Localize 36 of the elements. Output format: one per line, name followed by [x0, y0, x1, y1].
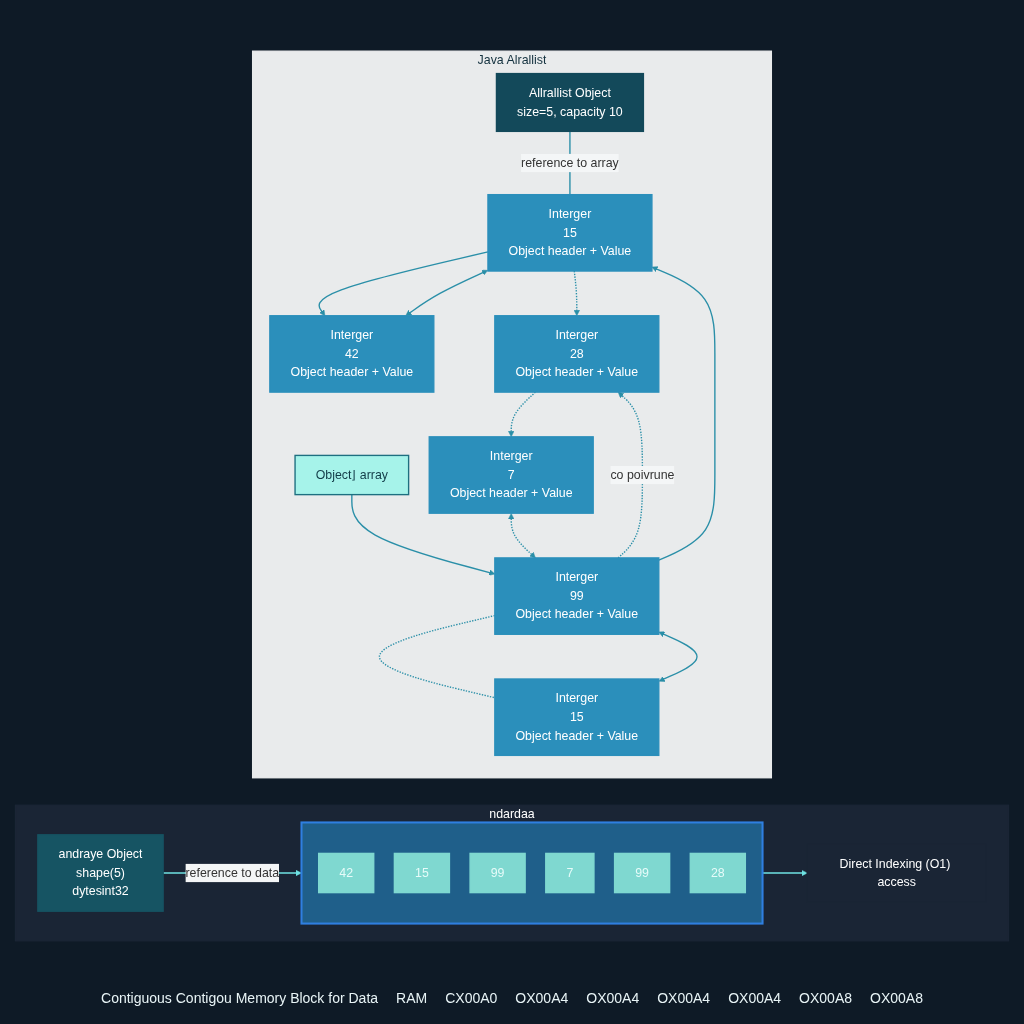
- cluster: [300, 821, 764, 925]
- node-box: Interger 7 Object header + Value: [428, 436, 594, 514]
- label-text: CX00A0: [445, 990, 498, 1006]
- arrow: [508, 391, 537, 438]
- node-box: Interger 28 Object header + Value: [494, 315, 660, 393]
- label-text: OX00A4: [728, 990, 782, 1006]
- node-box: Interger 15 Object header + Value: [487, 193, 653, 272]
- node-text: Direct Indexing (O1) access: [839, 856, 951, 889]
- arrow: [318, 251, 489, 316]
- node-box: Allrallist Object size=5, capacity 10: [495, 72, 645, 133]
- node-box: Interger 42 Object header + Value: [269, 315, 435, 393]
- arrow: [651, 266, 716, 561]
- node-box: 7: [545, 852, 595, 894]
- node-box: 15: [393, 852, 451, 894]
- label-text: OX00A4: [657, 990, 711, 1006]
- arrow: [508, 513, 536, 559]
- label-text: OX00A4: [586, 990, 640, 1006]
- node-box: Object⌋ array: [294, 454, 410, 496]
- node-box: 28: [689, 852, 747, 894]
- label-text: OX00A8: [799, 990, 853, 1006]
- node-box: 99: [613, 852, 671, 894]
- arrow: [617, 391, 644, 559]
- node-box: 42: [318, 852, 375, 894]
- label-text: OX00A8: [870, 990, 923, 1006]
- node-box: Interger 15 Object header + Value: [494, 678, 660, 757]
- node-box: 99: [469, 852, 526, 894]
- label-text: Contiguous Contigou Memory Block for Data: [101, 990, 379, 1006]
- edge-label: reference to array: [521, 155, 619, 170]
- node-box: Interger 99 Object header + Value: [494, 557, 660, 635]
- edge-label: co poivrune: [610, 467, 675, 482]
- arrow: [658, 631, 698, 682]
- label-text: RAM: [396, 990, 428, 1006]
- edge-label: reference to data: [185, 865, 280, 880]
- node-box: andraye Object shape(5) dytesint32: [37, 834, 164, 912]
- label-text: OX00A4: [515, 990, 569, 1006]
- arrow: [405, 269, 488, 316]
